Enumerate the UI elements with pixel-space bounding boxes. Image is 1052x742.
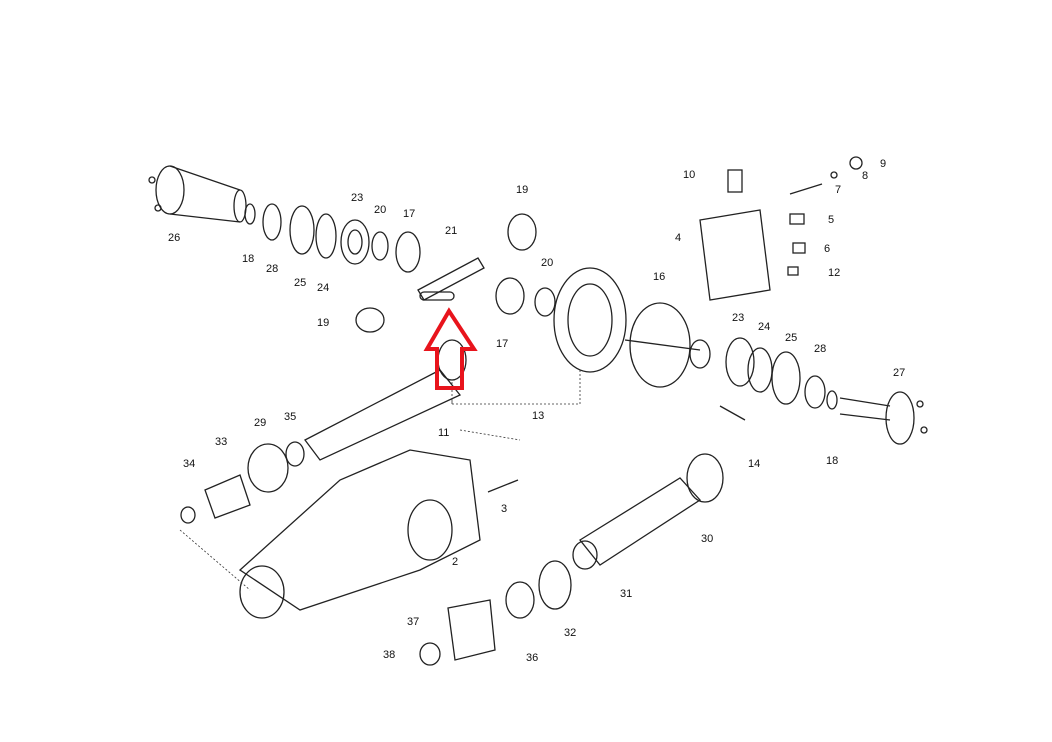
part-label-2: 2 — [452, 556, 458, 568]
part-label-19: 19 — [317, 317, 329, 329]
part-label-28: 28 — [266, 263, 278, 275]
part-label-37: 37 — [407, 616, 419, 628]
highlight-arrow — [423, 307, 478, 390]
part-label-7: 7 — [835, 184, 841, 196]
part-label-21: 21 — [445, 225, 457, 237]
part-label-14: 14 — [748, 458, 760, 470]
part-label-20: 20 — [541, 257, 553, 269]
part-label-35: 35 — [284, 411, 296, 423]
part-label-9: 9 — [880, 158, 886, 170]
part-label-4: 4 — [675, 232, 681, 244]
bearing-rings-right — [725, 337, 838, 410]
part-label-12: 12 — [828, 267, 840, 279]
part-label-8: 8 — [862, 170, 868, 182]
ring-gear — [553, 267, 627, 373]
part-label-3: 3 — [501, 503, 507, 515]
side-gears — [355, 213, 556, 333]
part-label-34: 34 — [183, 458, 195, 470]
part-label-33: 33 — [215, 436, 227, 448]
pinion-shaft — [417, 257, 485, 301]
part-label-23: 23 — [351, 192, 363, 204]
left-axle-flange — [148, 165, 247, 223]
bracket-13 — [451, 370, 581, 405]
part-label-18: 18 — [826, 455, 838, 467]
part-label-31: 31 — [620, 588, 632, 600]
part-label-28: 28 — [814, 343, 826, 355]
part-label-13: 13 — [532, 410, 544, 422]
part-label-17: 17 — [496, 338, 508, 350]
part-label-38: 38 — [383, 649, 395, 661]
part-label-5: 5 — [828, 214, 834, 226]
part-label-25: 25 — [294, 277, 306, 289]
part-label-36: 36 — [526, 652, 538, 664]
bearing-rings-left — [244, 203, 421, 273]
part-label-11: 11 — [438, 427, 449, 439]
part-label-20: 20 — [374, 204, 386, 216]
part-label-23: 23 — [732, 312, 744, 324]
part-label-26: 26 — [168, 232, 180, 244]
part-label-24: 24 — [317, 282, 329, 294]
part-label-32: 32 — [564, 627, 576, 639]
part-label-6: 6 — [824, 243, 830, 255]
part-label-25: 25 — [785, 332, 797, 344]
drive-pinion — [180, 339, 467, 524]
part-label-19: 19 — [516, 184, 528, 196]
part-label-24: 24 — [758, 321, 770, 333]
differential-case — [624, 302, 711, 388]
cover-and-bolts — [699, 156, 863, 421]
part-label-29: 29 — [254, 417, 266, 429]
part-label-27: 27 — [893, 367, 905, 379]
propeller-shaft — [419, 453, 724, 666]
part-label-10: 10 — [683, 169, 695, 181]
part-label-30: 30 — [701, 533, 713, 545]
right-axle-flange — [839, 391, 928, 445]
part-label-16: 16 — [653, 271, 665, 283]
part-label-17: 17 — [403, 208, 415, 220]
part-label-18: 18 — [242, 253, 254, 265]
axle-housing — [238, 449, 519, 619]
housing-leader-lines — [179, 429, 521, 591]
